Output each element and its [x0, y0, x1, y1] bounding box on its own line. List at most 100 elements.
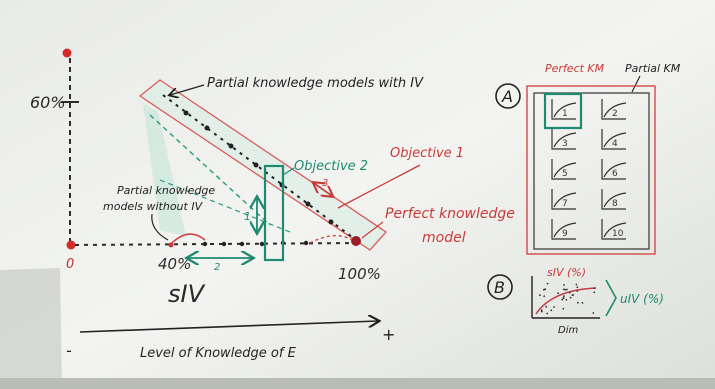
panel-a-cell-number: 7 — [562, 199, 568, 209]
axis-point — [259, 241, 265, 247]
panel-a-cell-number: 5 — [562, 169, 568, 179]
panel-a-outer-red — [526, 85, 656, 255]
panel-b-scatter-point — [561, 298, 564, 301]
panel-b-scatter-point — [562, 297, 565, 299]
perfect-model-arc — [309, 235, 353, 244]
panel-a-cell-number: 8 — [612, 199, 618, 209]
arrow-2-label: 2 — [214, 262, 220, 273]
label-partial-without-iv-2: models without IV — [103, 200, 204, 213]
line-point — [328, 219, 334, 225]
panel-a-cell-curve — [551, 219, 577, 240]
panel-b-scatter-point — [565, 299, 568, 301]
panel-b-marker-circle — [487, 274, 513, 300]
bottom-axis-plus: + — [382, 325, 395, 344]
label-partial-with-iv: Partial knowledge models with IV — [207, 76, 424, 91]
arrow-1-label: 1 — [244, 210, 251, 223]
label-partial-with-iv-pointer — [170, 84, 205, 95]
panel-b-scatter-point — [593, 287, 596, 289]
partial-knowledge-line — [162, 94, 357, 241]
panel-b-scatter-point — [577, 301, 579, 304]
panel-a-cell-number: 2 — [612, 109, 618, 119]
y-tick-label-60: 60% — [30, 93, 66, 112]
bottom-axis-arrow — [79, 321, 378, 333]
panel-b-scatter-point — [553, 306, 555, 308]
panel-b-scatter-point — [545, 305, 548, 308]
panel-b-trend-curve — [535, 287, 597, 315]
panel-b-uiv-label: uIV (%) — [620, 292, 664, 306]
objective-2-label: Objective 2 — [294, 159, 368, 174]
green-shade-left — [143, 103, 186, 236]
panel-a-cell-curve — [601, 159, 627, 180]
line-point — [204, 125, 210, 131]
y-axis-top-dot — [62, 48, 72, 58]
panel-b-scatter-point — [569, 296, 572, 299]
panel-b-scatter-point — [550, 309, 553, 312]
panel-b-scatter-point — [544, 288, 547, 291]
x-tick-label-40: 40% — [158, 255, 191, 273]
panel-a-cell-curve — [601, 189, 627, 210]
panel-b-scatter-point — [592, 312, 595, 314]
objective-2-pointer — [282, 167, 295, 176]
objective-1-label: Objective 1 — [390, 146, 464, 161]
arrow-3 — [314, 183, 332, 196]
panel-b-scatter-point — [562, 307, 565, 310]
label-partial-without-iv-1: Partial knowledge — [117, 184, 215, 197]
label-siv: sIV — [168, 280, 206, 308]
panel-b-scatter-point — [564, 288, 567, 291]
line-point — [228, 143, 234, 149]
panel-a-perfect-cell — [543, 92, 583, 130]
panel-b-scatter-title: sIV (%) — [547, 266, 586, 279]
panel-b-scatter-point — [572, 294, 575, 296]
panel-b-scatter-point — [539, 294, 541, 297]
objective-2-box — [263, 164, 285, 262]
panel-b-scatter-point — [543, 295, 546, 298]
panel-a-cell-curve — [601, 99, 627, 120]
panel-b-scatter-point — [576, 286, 579, 288]
panel-b-scatter-point — [563, 284, 565, 286]
partial-knowledge-band — [138, 79, 387, 251]
panel-a-marker: A — [501, 87, 513, 106]
panel-b-scatter-point — [540, 310, 543, 313]
panel-a-marker-circle — [495, 83, 521, 109]
line-point — [183, 110, 189, 116]
panel-b-bracket — [605, 279, 617, 317]
panel-b-scatter-point — [593, 291, 596, 294]
arrow-3-label: 3 — [322, 178, 328, 189]
axis-point — [202, 241, 208, 247]
perfect-model-dot — [351, 236, 361, 246]
panel-a-inner-black — [533, 92, 650, 250]
board-frame-bottom — [0, 378, 715, 389]
panel-b-marker: B — [494, 278, 505, 297]
panel-b-scatter-point — [557, 292, 559, 295]
panel-a-cell-curve — [601, 219, 627, 240]
panel-b-scatter-point — [581, 302, 584, 304]
label-perfect-model-1: Perfect knowledge — [385, 206, 515, 222]
panel-b-scatter-point — [546, 282, 549, 285]
panel-b-scatter-point — [563, 295, 565, 297]
origin-dot — [66, 240, 76, 250]
panel-a-cell-number: 3 — [562, 139, 568, 149]
panel-a-cell-curve — [551, 99, 577, 120]
panel-a-cell-number: 1 — [562, 109, 568, 119]
panel-a-cell-number: 4 — [612, 139, 618, 149]
label-perfect-model-pointer — [361, 221, 384, 239]
axis-point — [221, 241, 227, 247]
panel-b-scatter-point — [575, 283, 578, 286]
panel-b-scatter-point — [540, 309, 543, 311]
panel-a-partial-km-pointer — [631, 75, 641, 93]
bottom-axis-label: Level of Knowledge of E — [140, 346, 297, 361]
arc-40 — [169, 233, 206, 246]
panel-b-scatter-points — [539, 282, 596, 315]
panel-a-cell-number: 6 — [612, 169, 618, 179]
axis-point — [303, 240, 309, 246]
panel-a-cell-number: 10 — [612, 229, 624, 239]
panel-b-x-label: Dim — [558, 325, 578, 336]
bottom-axis-minus: - — [66, 341, 72, 360]
panel-a-cell-curve — [551, 129, 577, 150]
objective-1-pointer — [337, 164, 421, 209]
panel-b-scatter-point — [566, 288, 568, 291]
panel-a-cell-curve — [601, 129, 627, 150]
